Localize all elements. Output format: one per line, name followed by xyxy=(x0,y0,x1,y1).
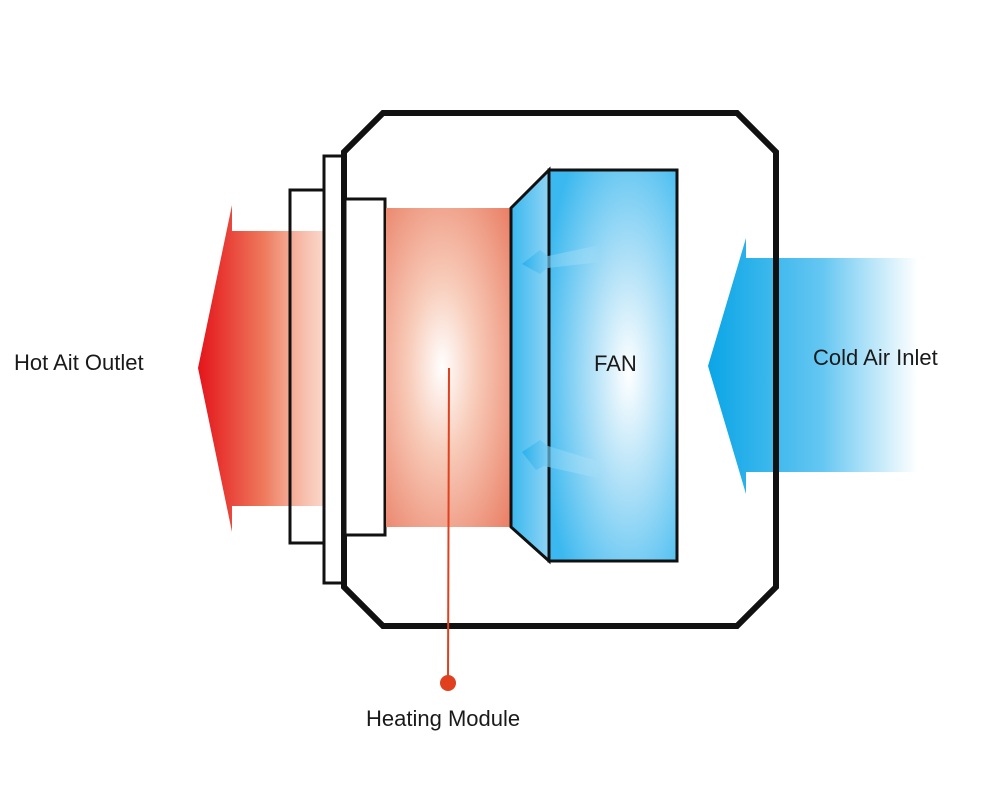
hot-air-outlet-label: Hot Ait Outlet xyxy=(14,350,144,375)
airflow-arrow-icon xyxy=(522,440,600,478)
cold-air-inlet-label: Cold Air Inlet xyxy=(813,345,938,370)
fan xyxy=(547,168,679,563)
fan-label: FAN xyxy=(594,351,637,376)
airflow-arrow-icon xyxy=(522,245,600,274)
heating-module-leader-dot xyxy=(440,675,456,691)
heating-module-leader-line xyxy=(447,367,450,683)
heating-module-label: Heating Module xyxy=(366,706,521,731)
fan-cone xyxy=(509,166,551,565)
inner-flange xyxy=(343,197,387,537)
cold-air-arrow-icon xyxy=(708,238,918,494)
hot-air-arrow-icon xyxy=(198,205,345,532)
